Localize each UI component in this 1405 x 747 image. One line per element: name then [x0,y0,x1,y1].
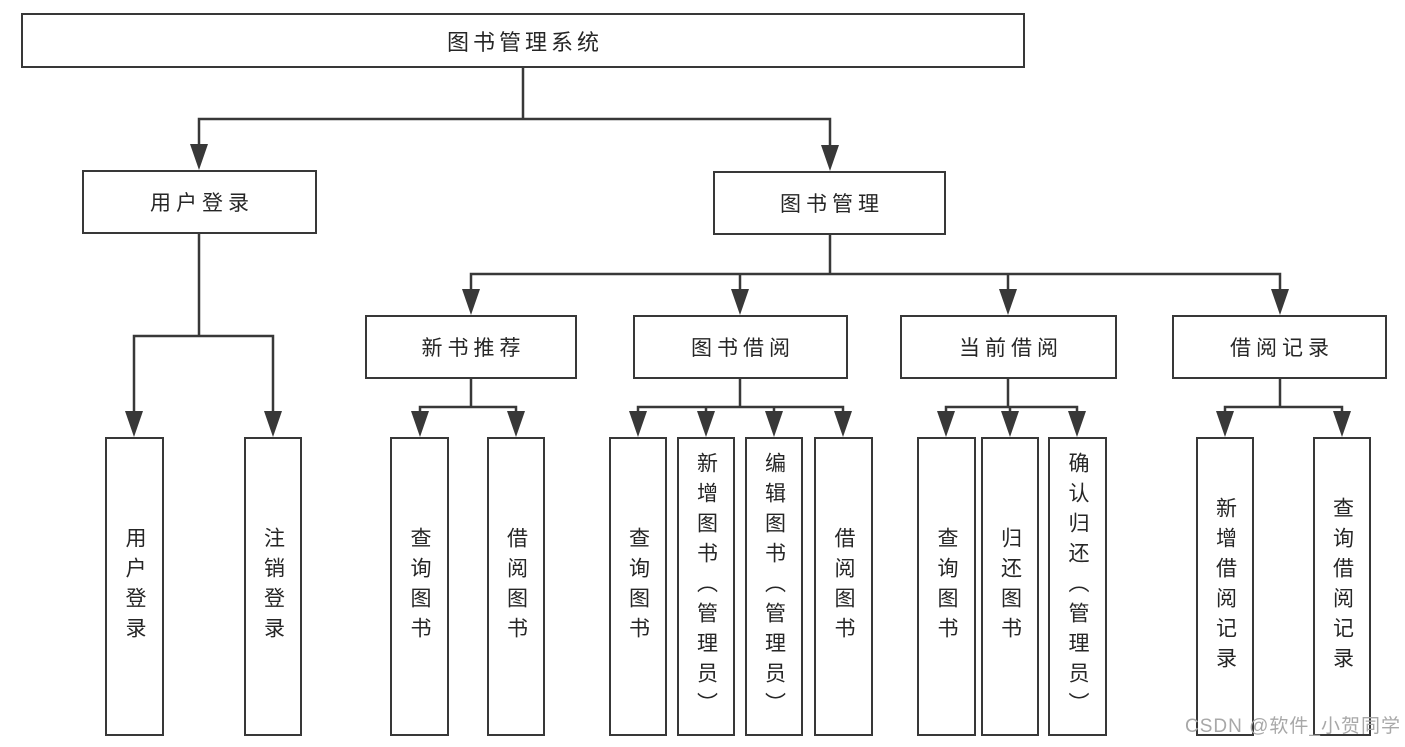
node-add-books-admin: 新增图书（管理员） [677,437,735,736]
watermark: CSDN @软件_小贺同学 [1185,716,1401,737]
arrow-down-icon [999,289,1017,315]
node-logout-action: 注销登录 [244,437,302,736]
node-label: 新书推荐 [421,337,526,360]
node-add-borrow-record: 新增借阅记录 [1196,437,1254,736]
node-label: 图书管理 [780,193,884,216]
node-label: 图书管理系统 [446,29,603,55]
node-label: 查询借阅记录 [1330,496,1354,677]
arrow-down-icon [125,411,143,437]
node-query-borrow-record: 查询借阅记录 [1313,437,1371,736]
arrow-down-icon [937,411,955,437]
arrow-down-icon [765,411,783,437]
node-current-query-books: 查询图书 [917,437,976,736]
node-label: 借阅图书 [504,526,528,647]
node-label: 图书借阅 [691,337,795,360]
node-borrowing-records: 借阅记录 [1172,315,1387,379]
node-user-login: 用户登录 [82,170,317,234]
node-current-borrowing: 当前借阅 [900,315,1117,379]
node-label: 查询图书 [626,526,650,647]
node-book-management: 图书管理 [713,171,946,235]
node-new-book-recommend: 新书推荐 [365,315,577,379]
arrow-down-icon [629,411,647,437]
arrowheads [125,144,1351,437]
arrow-down-icon [462,289,480,315]
node-label: 当前借阅 [959,337,1063,360]
node-label: 新增图书（管理员） [694,451,718,722]
node-recommend-query-books: 查询图书 [390,437,449,736]
node-return-books: 归还图书 [981,437,1039,736]
arrow-down-icon [411,411,429,437]
node-confirm-return-admin: 确认归还（管理员） [1048,437,1107,736]
arrow-down-icon [507,411,525,437]
node-recommend-borrow-books: 借阅图书 [487,437,545,736]
arrow-down-icon [1271,289,1289,315]
node-label: 用户登录 [123,526,147,647]
node-user-login-action: 用户登录 [105,437,164,736]
node-library-management-system: 图书管理系统 [21,13,1025,68]
node-label: 查询图书 [408,526,432,647]
node-label: 新增借阅记录 [1213,496,1237,677]
arrow-down-icon [1068,411,1086,437]
arrow-down-icon [697,411,715,437]
node-book-borrowing: 图书借阅 [633,315,848,379]
arrow-down-icon [190,144,208,170]
node-label: 借阅图书 [832,526,856,647]
arrow-down-icon [1216,411,1234,437]
node-label: 用户登录 [150,192,254,215]
node-label: 查询图书 [935,526,959,647]
node-borrowing-borrow-books: 借阅图书 [814,437,873,736]
node-label: 注销登录 [261,526,285,647]
arrow-down-icon [1333,411,1351,437]
arrow-down-icon [1001,411,1019,437]
node-label: 编辑图书（管理员） [762,451,786,722]
node-edit-books-admin: 编辑图书（管理员） [745,437,803,736]
arrow-down-icon [834,411,852,437]
node-borrowing-query-books: 查询图书 [609,437,667,736]
node-label: 借阅记录 [1230,337,1334,360]
node-label: 归还图书 [998,526,1022,647]
arrow-down-icon [731,289,749,315]
node-label: 确认归还（管理员） [1066,451,1090,722]
arrow-down-icon [264,411,282,437]
arrow-down-icon [821,145,839,171]
